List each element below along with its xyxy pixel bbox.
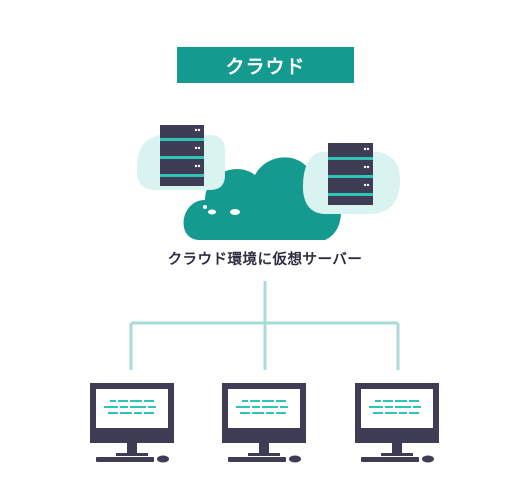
monitor-icon: [90, 383, 174, 456]
keyboard-icon: [96, 457, 154, 462]
network-lines: [129, 281, 400, 370]
cloud-title-text: クラウド: [225, 55, 306, 78]
cloud-title-box: クラウド: [177, 47, 354, 83]
keyboard-icon: [228, 457, 286, 462]
monitor-icon: [355, 383, 439, 456]
monitor-icon: [222, 383, 306, 456]
mouse-icon: [422, 455, 434, 463]
server-icon: [328, 143, 373, 205]
keyboard-icon: [361, 457, 419, 462]
mouse-icon: [157, 455, 169, 463]
server-icon: [160, 125, 204, 186]
cloud-environment-label: クラウド環境に仮想サーバー: [167, 252, 363, 268]
mouse-icon: [289, 455, 301, 463]
